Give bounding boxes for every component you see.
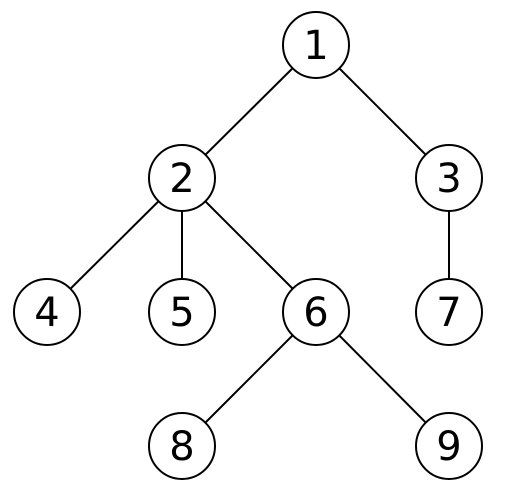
tree-node-3: 3 — [415, 144, 483, 212]
node-label: 8 — [169, 424, 194, 470]
node-circle — [415, 144, 483, 212]
tree-node-4: 4 — [13, 278, 81, 346]
node-circle — [148, 278, 216, 346]
node-circle — [13, 278, 81, 346]
node-label: 9 — [436, 424, 461, 470]
node-label: 6 — [303, 290, 328, 336]
tree-node-5: 5 — [148, 278, 216, 346]
tree-node-2: 2 — [148, 144, 216, 212]
node-label: 5 — [169, 290, 194, 336]
node-circle — [282, 278, 350, 346]
tree-node-8: 8 — [148, 412, 216, 480]
node-label: 7 — [436, 290, 461, 336]
node-circle — [148, 412, 216, 480]
tree-node-9: 9 — [415, 412, 483, 480]
node-label: 4 — [34, 290, 59, 336]
node-circle — [282, 11, 350, 79]
tree-node-7: 7 — [415, 278, 483, 346]
node-label: 2 — [169, 156, 194, 202]
tree-node-1: 1 — [282, 11, 350, 79]
edges-layer — [46, 44, 450, 447]
node-circle — [415, 278, 483, 346]
node-circle — [148, 144, 216, 212]
tree-node-6: 6 — [282, 278, 350, 346]
node-label: 3 — [436, 156, 461, 202]
nodes-layer: 1 2 3 4 5 6 7 8 — [13, 11, 483, 480]
node-circle — [415, 412, 483, 480]
node-label: 1 — [303, 23, 328, 69]
